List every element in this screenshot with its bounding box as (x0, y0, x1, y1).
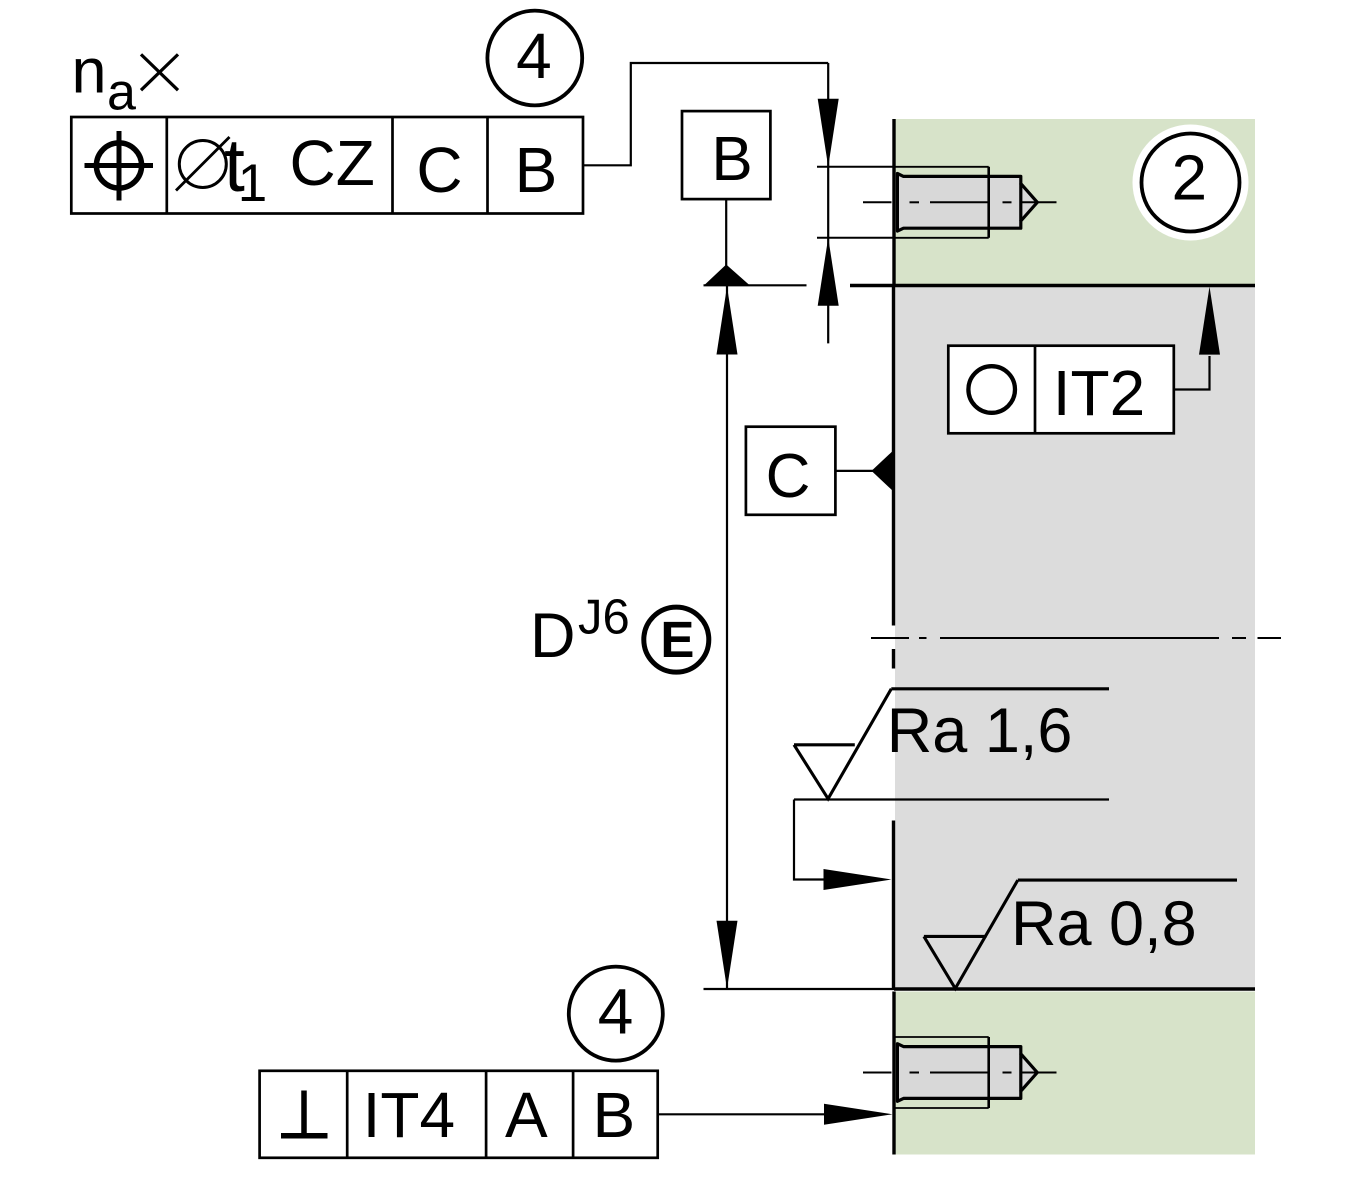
svg-text:C: C (766, 442, 811, 511)
svg-text:IT2: IT2 (1053, 357, 1145, 429)
svg-text:B: B (711, 125, 752, 194)
svg-text:IT4: IT4 (363, 1079, 455, 1151)
svg-text:2: 2 (1172, 142, 1208, 214)
svg-text:n: n (72, 37, 107, 107)
svg-text:D: D (530, 601, 576, 671)
svg-text:CZ: CZ (290, 127, 375, 199)
svg-text:A: A (505, 1079, 548, 1151)
svg-text:B: B (593, 1079, 636, 1151)
svg-text:Ra 0,8: Ra 0,8 (1011, 889, 1197, 959)
svg-text:E: E (660, 611, 694, 668)
svg-text:C: C (416, 134, 462, 206)
svg-text:4: 4 (598, 976, 634, 1048)
svg-text:4: 4 (516, 20, 552, 92)
svg-text:Ra 1,6: Ra 1,6 (887, 696, 1073, 766)
svg-text:B: B (515, 134, 558, 206)
svg-text:J6: J6 (578, 590, 630, 644)
svg-text:a: a (107, 64, 136, 122)
svg-text:1: 1 (238, 154, 267, 213)
svg-text:t: t (224, 123, 245, 207)
